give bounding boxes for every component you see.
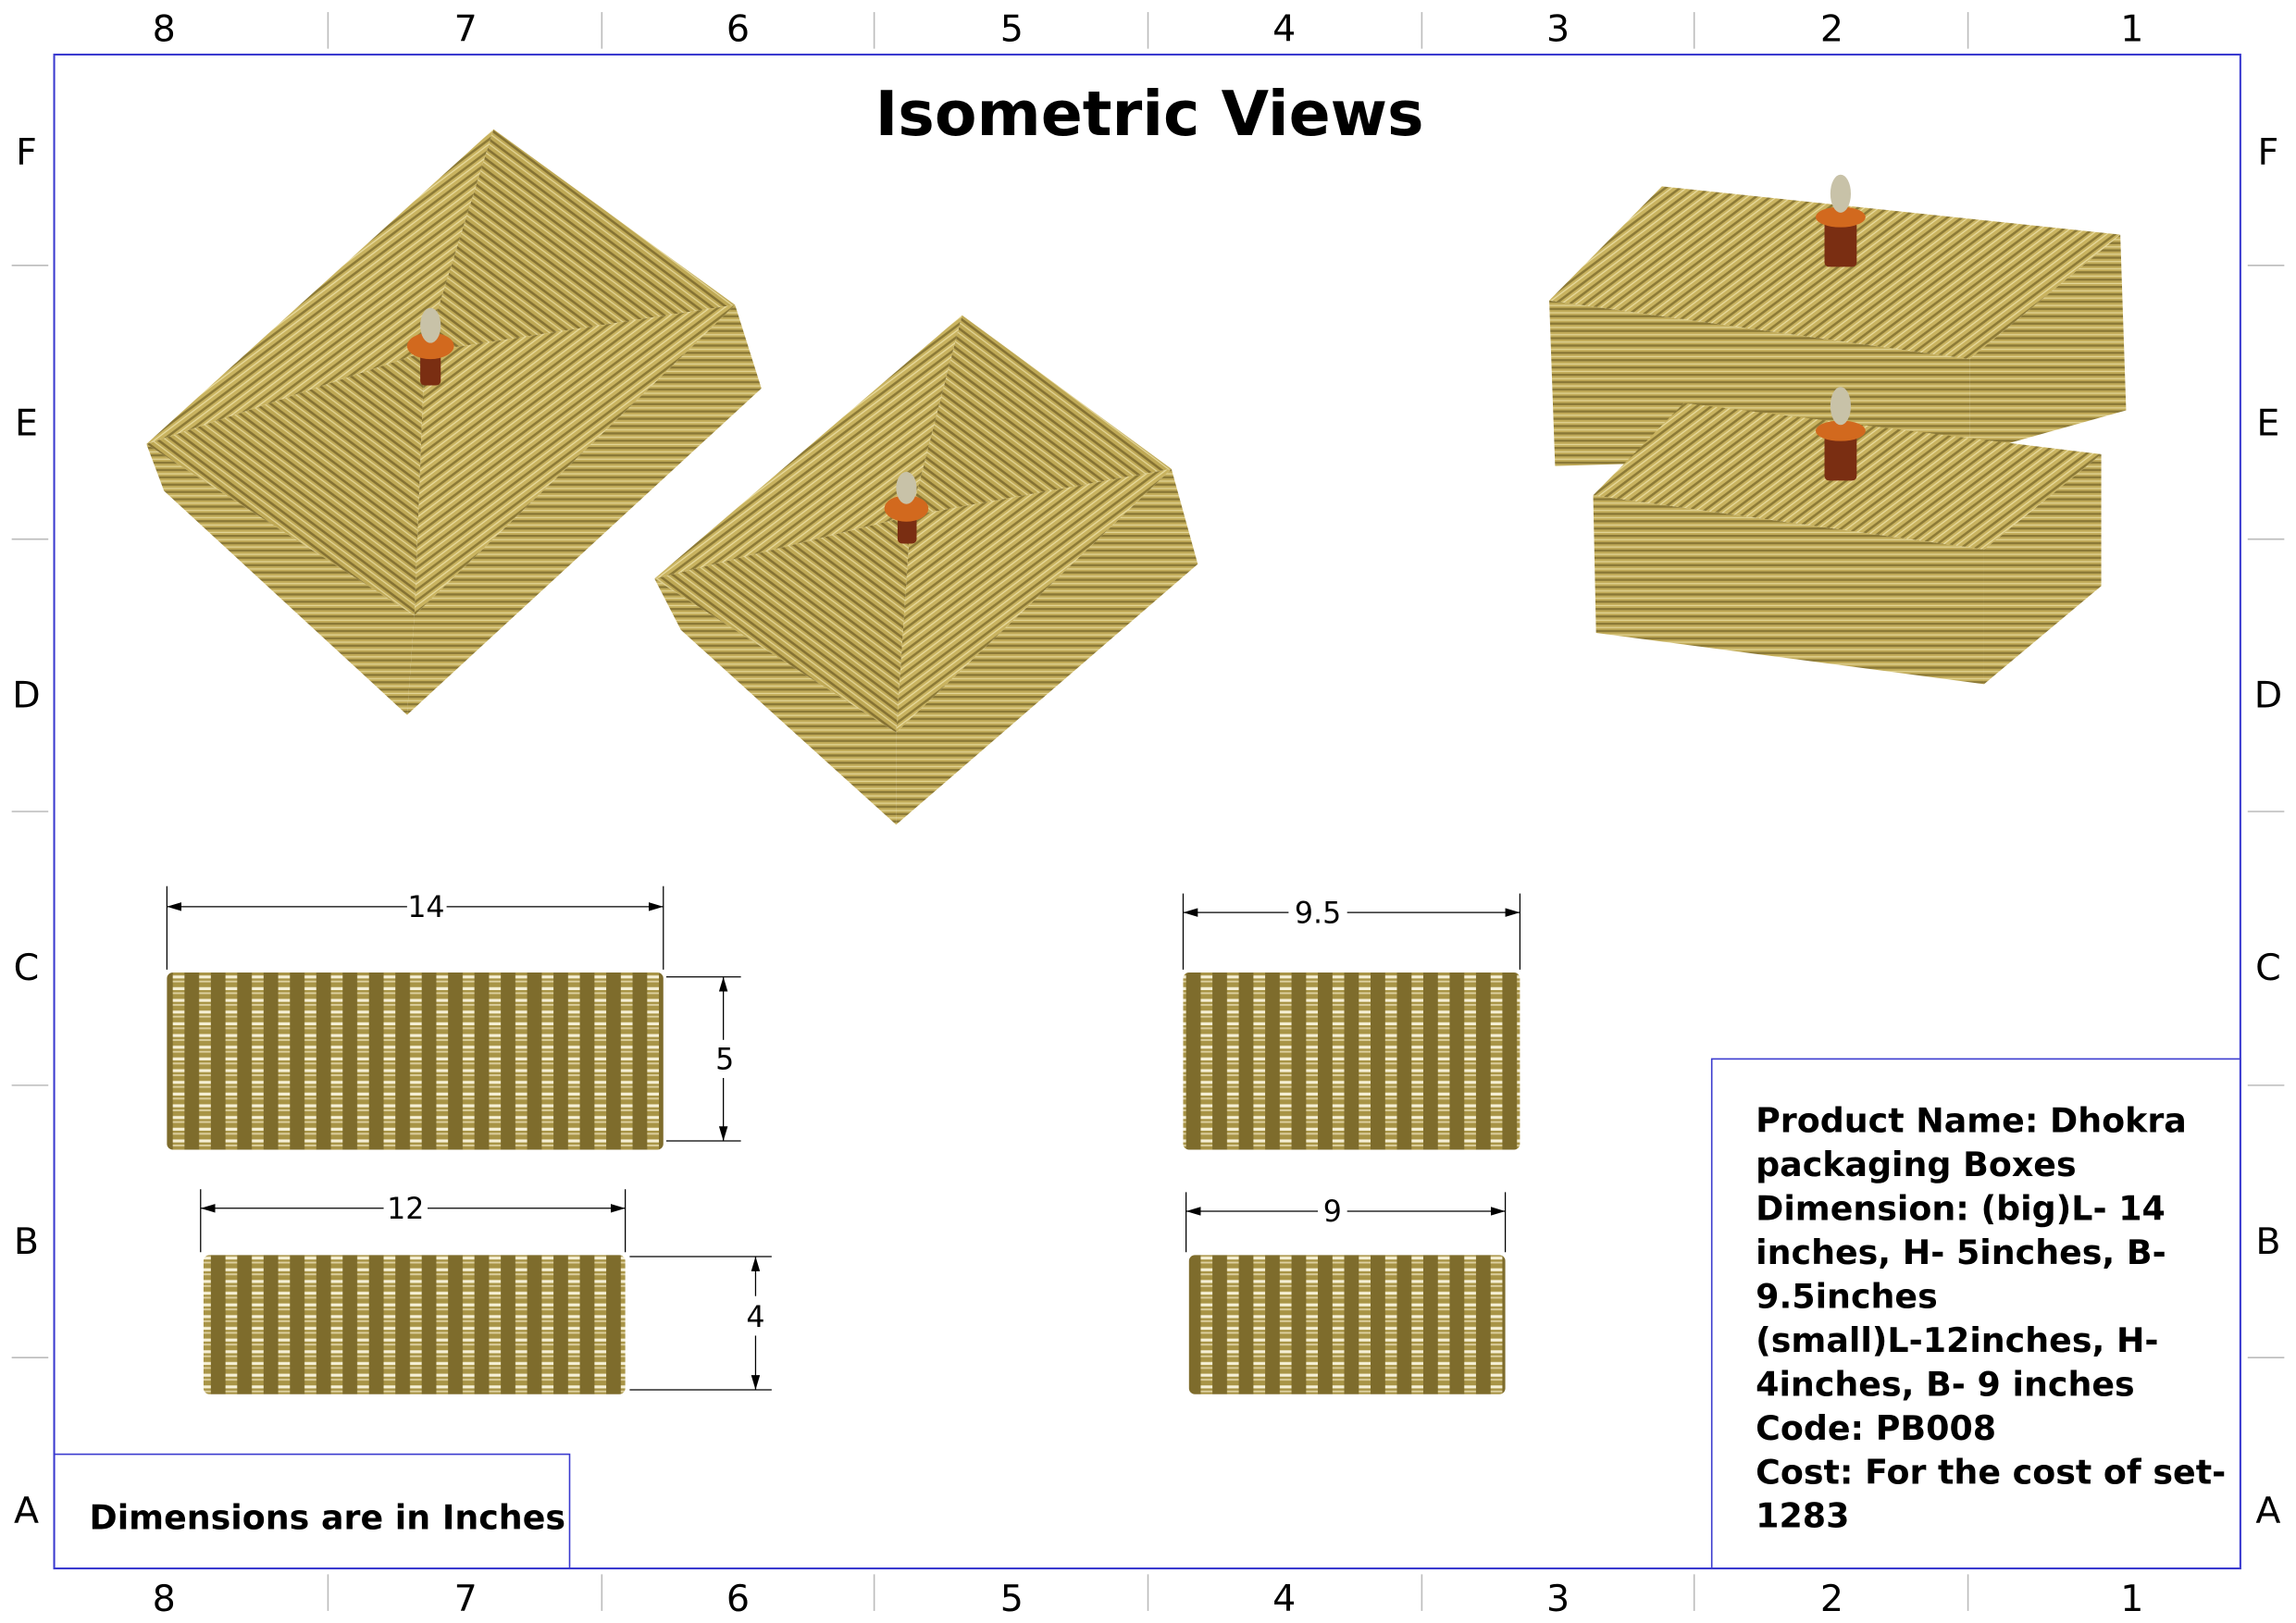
column-label: 8 xyxy=(153,8,176,51)
units-note-box xyxy=(53,1453,571,1569)
row-label: E xyxy=(2256,402,2279,444)
row-label: F xyxy=(16,131,37,174)
column-label: 2 xyxy=(1820,8,1843,51)
column-label: 3 xyxy=(1546,1578,1570,1620)
units-note: Dimensions are in Inches xyxy=(90,1497,566,1537)
lid-knob-icon xyxy=(884,471,929,544)
lid-knob-icon xyxy=(406,307,454,386)
dimension-breadth-big: 9.5 xyxy=(1295,897,1341,930)
column-labels-bottom: 8 7 6 5 4 3 2 1 xyxy=(153,1578,2144,1620)
column-label: 7 xyxy=(454,8,478,51)
note-line: inches, H- 5inches, B- xyxy=(1756,1233,2166,1272)
column-labels-top: 8 7 6 5 4 3 2 1 xyxy=(153,8,2144,51)
row-label: B xyxy=(2255,1220,2280,1263)
side-view-big: 9.5 xyxy=(1182,893,1521,1150)
column-label: 6 xyxy=(726,8,750,51)
column-label: 1 xyxy=(2120,1578,2143,1620)
row-labels-right: F E D C B A xyxy=(2254,131,2282,1532)
column-label: 5 xyxy=(1000,8,1024,51)
column-label: 1 xyxy=(2120,8,2143,51)
dimension-length-small: 12 xyxy=(387,1193,424,1226)
column-label: 7 xyxy=(454,1578,478,1620)
row-label: D xyxy=(2254,675,2282,717)
front-view-small: 12 4 xyxy=(200,1189,772,1394)
note-line: Product Name: Dhokra xyxy=(1756,1101,2187,1141)
sheet-border xyxy=(53,53,2241,1570)
isometric-view-small-box-side xyxy=(1593,387,2102,685)
row-label: C xyxy=(2255,947,2281,989)
product-notes: Product Name: Dhokra packaging Boxes Dim… xyxy=(1756,1101,2226,1536)
column-label: 5 xyxy=(1000,1578,1024,1620)
note-line: 1283 xyxy=(1756,1496,1849,1536)
lid-knob-icon xyxy=(1816,174,1866,267)
column-label: 8 xyxy=(153,1578,176,1620)
column-label: 6 xyxy=(726,1578,750,1620)
column-label: 3 xyxy=(1546,8,1570,51)
isometric-view-big-box-top xyxy=(146,129,762,715)
dimension-length-big: 14 xyxy=(407,891,444,924)
lid-knob-icon xyxy=(1816,387,1866,481)
note-line: packaging Boxes xyxy=(1756,1145,2076,1184)
row-label: C xyxy=(14,947,40,989)
column-label: 4 xyxy=(1272,1578,1296,1620)
row-label: A xyxy=(2255,1490,2280,1532)
note-line: 4inches, B- 9 inches xyxy=(1756,1364,2135,1404)
row-label: F xyxy=(2258,131,2279,174)
dimension-height-big: 5 xyxy=(715,1043,734,1076)
row-label: A xyxy=(14,1490,39,1532)
note-line: 9.5inches xyxy=(1756,1276,1938,1316)
column-label: 2 xyxy=(1820,1578,1843,1620)
isometric-view-small-box-top xyxy=(654,315,1198,825)
row-label: E xyxy=(15,402,38,444)
row-label: B xyxy=(14,1220,39,1263)
side-view-small: 9 xyxy=(1185,1192,1507,1394)
dimension-breadth-small: 9 xyxy=(1323,1196,1342,1229)
note-line: (small)L-12inches, H- xyxy=(1756,1320,2158,1360)
dimension-height-small: 4 xyxy=(746,1301,764,1334)
zone-dividers xyxy=(11,12,2285,1611)
row-labels-left: F E D C B A xyxy=(12,131,40,1532)
note-line: Dimension: (big)L- 14 xyxy=(1756,1188,2166,1228)
row-label: D xyxy=(12,675,40,717)
isometric-view-big-box-side xyxy=(1549,174,2127,466)
column-label: 4 xyxy=(1272,8,1296,51)
note-line: Cost: For the cost of set- xyxy=(1756,1452,2226,1492)
product-notes-box xyxy=(1710,1058,2241,1569)
front-view-big: 14 5 xyxy=(166,886,741,1150)
sheet-title: Isometric Views xyxy=(875,78,1424,150)
note-line: Code: PB008 xyxy=(1756,1408,1996,1448)
